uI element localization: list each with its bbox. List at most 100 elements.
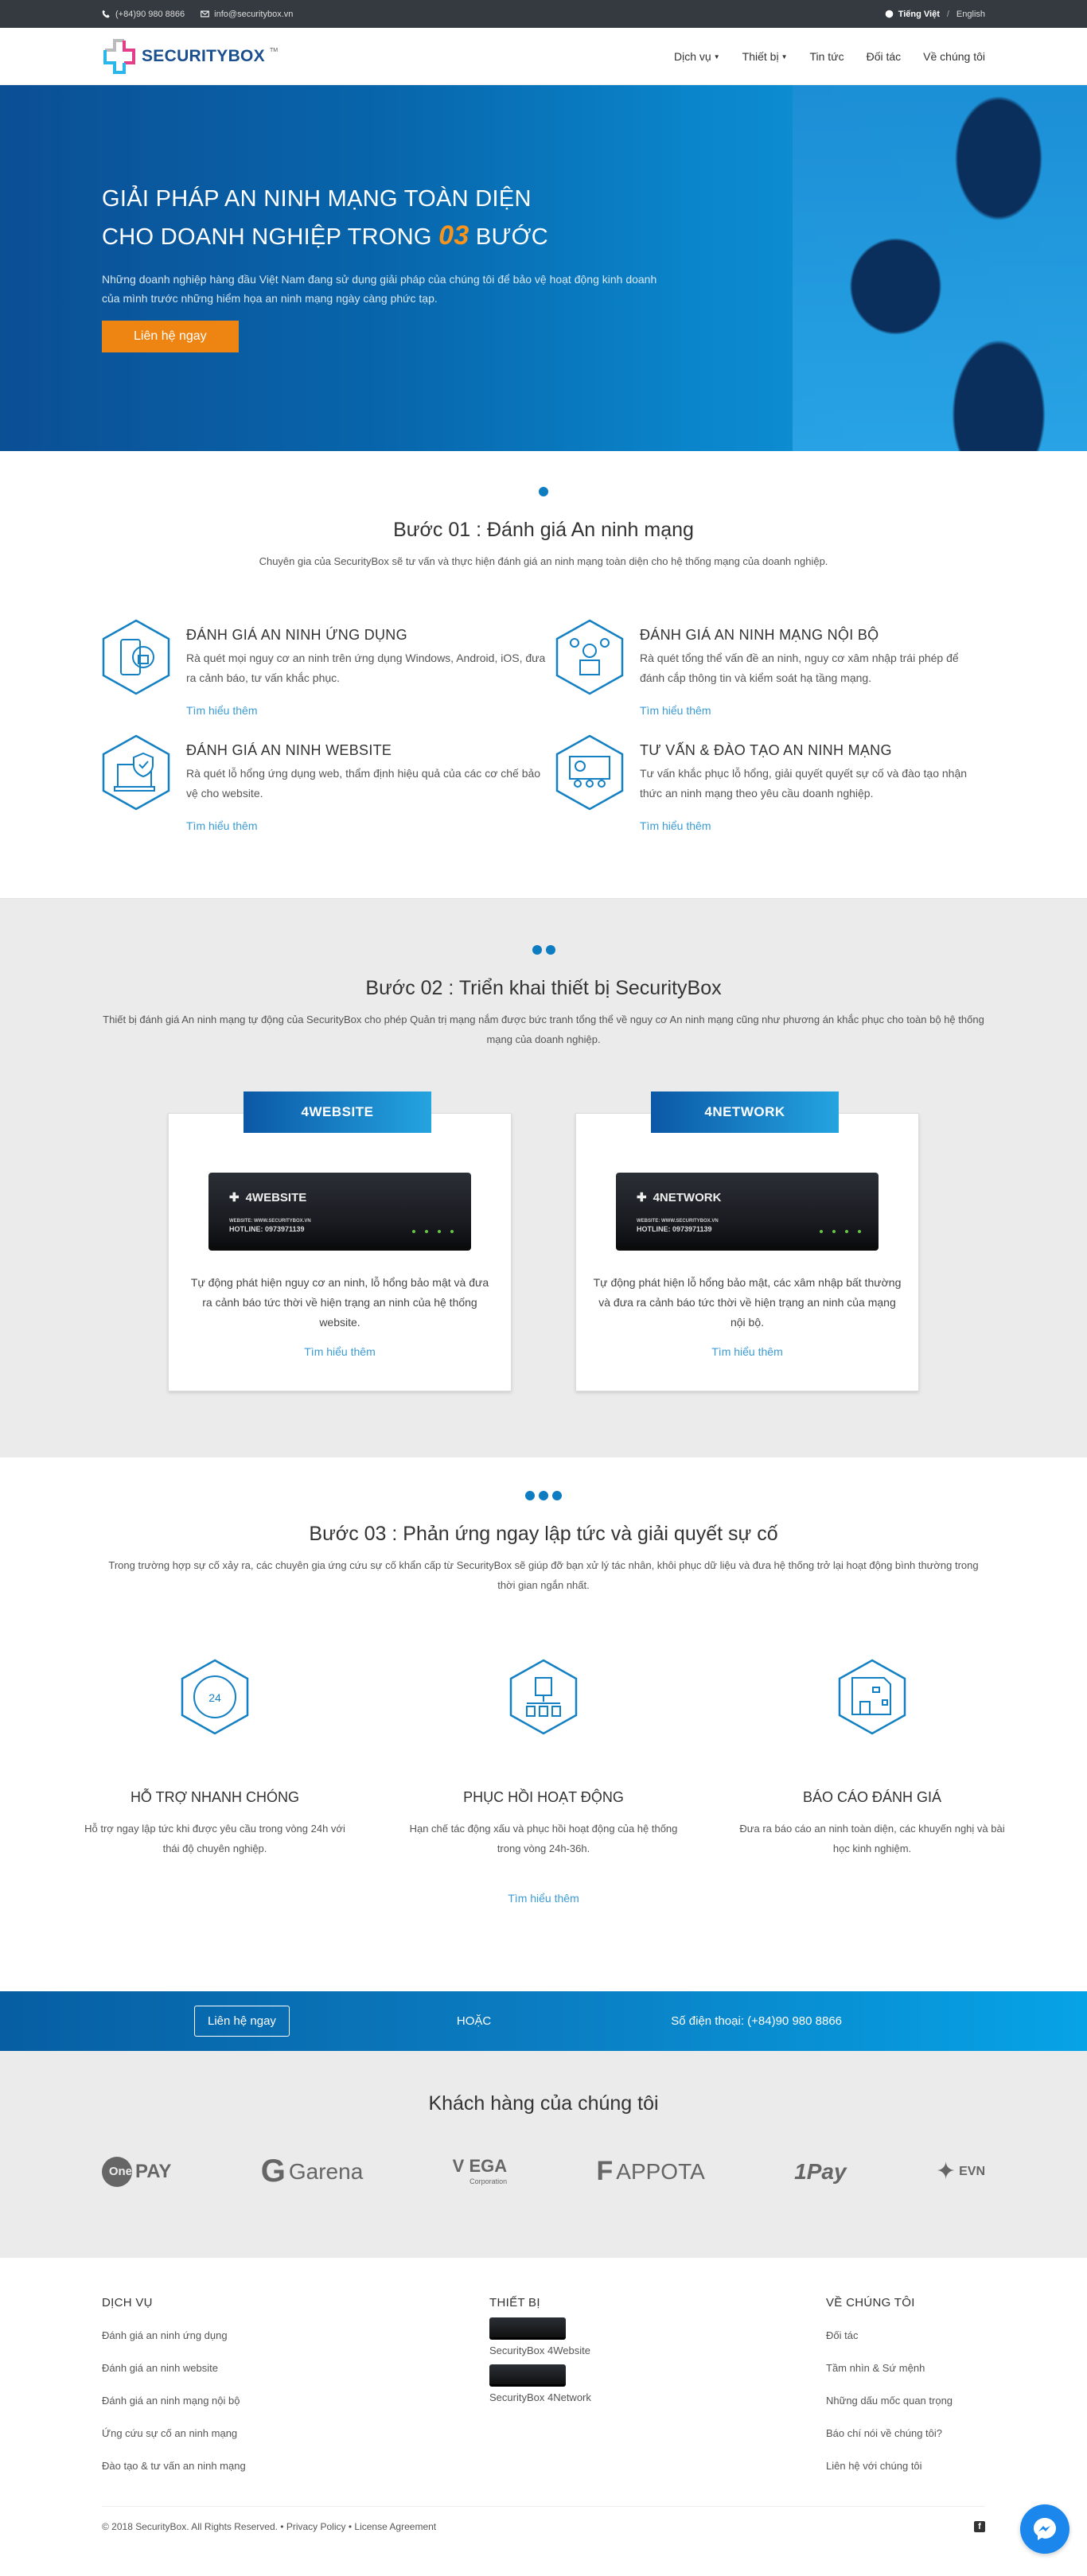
securitybox-cross-icon <box>103 39 135 74</box>
contact-now-button[interactable]: Liên hệ ngay <box>102 321 239 352</box>
services-grid: ĐÁNH GIÁ AN NINH ỨNG DỤNG Rà quét mọi ng… <box>102 619 985 834</box>
footer-col-devices: THIẾT BỊ SecurityBox 4Website SecurityBo… <box>489 2296 826 2482</box>
service-title: TƯ VẤN & ĐÀO TẠO AN NINH MẠNG <box>640 742 892 758</box>
cta-contact-button[interactable]: Liên hệ ngay <box>194 2006 290 2037</box>
messenger-icon <box>1034 2518 1056 2540</box>
footer-link[interactable]: Đánh giá an ninh mạng nội bộ <box>102 2395 240 2407</box>
nav-ve-chung-toi[interactable]: Về chúng tôi <box>923 50 985 63</box>
feature-description: Đưa ra báo cáo an ninh toàn diện, các kh… <box>739 1823 1005 1854</box>
status-leds <box>820 1216 861 1233</box>
service-title: ĐÁNH GIÁ AN NINH MẠNG NỘI BỘ <box>640 627 879 643</box>
nav-thiet-bi[interactable]: Thiết bị▼ <box>742 50 788 63</box>
envelope-icon <box>201 10 209 18</box>
cta-or-label: HOẶC <box>456 2014 492 2028</box>
step-dot <box>539 487 548 496</box>
feature-title: HỖ TRỢ NHANH CHÓNG <box>130 1789 300 1805</box>
device-card-4website: 4WEBSITE ✚4WEBSITE WEBSITE: WWW.SECURITY… <box>168 1091 512 1391</box>
report-diagram-icon <box>838 1659 906 1735</box>
phone-icon <box>102 10 110 18</box>
footer-link[interactable]: Đào tạo & tư vấn an ninh mạng <box>102 2460 246 2472</box>
footer-link[interactable]: Đánh giá an ninh ứng dụng <box>102 2329 228 2341</box>
logo[interactable]: SECURITYBOX TM <box>102 37 278 76</box>
learn-more-link[interactable]: Tìm hiểu thêm <box>711 1345 783 1358</box>
lang-english[interactable]: English <box>956 9 985 19</box>
footer-link[interactable]: Đánh giá an ninh website <box>102 2362 218 2374</box>
recovery-folders-icon <box>509 1659 578 1735</box>
footer-link[interactable]: Ứng cứu sự cố an ninh mạng <box>102 2427 238 2439</box>
step-dot <box>545 945 555 955</box>
email-contact[interactable]: info@securitybox.vn <box>201 10 293 19</box>
feature-description: Hỗ trợ ngay lập tức khi được yêu cầu tro… <box>84 1823 345 1854</box>
feature-title: PHỤC HỒI HOẠT ĐỘNG <box>463 1789 624 1805</box>
step-indicator <box>102 487 985 496</box>
device-image: ✚4NETWORK WEBSITE: WWW.SECURITYBOX.VN HO… <box>616 1173 879 1251</box>
messenger-chat-button[interactable] <box>1020 2504 1069 2554</box>
footer-heading: VỀ CHÚNG TÔI <box>826 2296 915 2309</box>
hero-title: GIẢI PHÁP AN NINH MẠNG TOÀN DIỆN CHO DOA… <box>102 186 549 251</box>
feature-item: 24 HỖ TRỢ NHANH CHÓNG Hỗ trợ ngay lập tứ… <box>80 1659 350 1858</box>
hero-banner: GIẢI PHÁP AN NINH MẠNG TOÀN DIỆN CHO DOA… <box>0 85 1087 451</box>
service-description: Rà quét lỗ hổng ứng dụng web, thẩm định … <box>186 767 541 800</box>
learn-more-link[interactable]: Tìm hiểu thêm <box>186 819 258 832</box>
learn-more-link[interactable]: Tìm hiểu thêm <box>186 704 258 717</box>
nav-doi-tac[interactable]: Đối tác <box>866 50 902 63</box>
step2-section: Bước 02 : Triển khai thiết bị SecurityBo… <box>0 898 1087 1457</box>
footer-link[interactable]: Những dấu mốc quan trọng <box>826 2395 953 2407</box>
feature-title: BÁO CÁO ĐÁNH GIÁ <box>802 1789 942 1805</box>
facebook-icon[interactable]: f <box>974 2521 985 2532</box>
learn-more-link[interactable]: Tìm hiểu thêm <box>640 819 711 832</box>
copyright: © 2018 SecurityBox. All Rights Reserved. <box>102 2521 278 2532</box>
logo-text: SECURITYBOX <box>142 47 265 65</box>
footer-link[interactable]: Báo chí nói về chúng tôi? <box>826 2427 942 2439</box>
devices-row: 4WEBSITE ✚4WEBSITE WEBSITE: WWW.SECURITY… <box>102 1091 985 1391</box>
main-nav: Dịch vụ▼ Thiết bị▼ Tin tức Đối tác Về ch… <box>674 50 985 63</box>
step1-title: Bước 01 : Đánh giá An ninh mạng <box>393 519 694 541</box>
laptop-shield-icon <box>102 734 170 811</box>
service-title: ĐÁNH GIÁ AN NINH WEBSITE <box>186 742 392 758</box>
feature-item: BÁO CÁO ĐÁNH GIÁ Đưa ra báo cáo an ninh … <box>737 1659 1007 1858</box>
features-row: 24 HỖ TRỢ NHANH CHÓNG Hỗ trợ ngay lập tứ… <box>80 1659 1007 1858</box>
step3-section: Bước 03 : Phản ứng ngay lập tức và giải … <box>0 1457 1087 1991</box>
step-dot <box>532 945 542 955</box>
device-label: 4NETWORK <box>651 1091 839 1133</box>
step3-description: Trong trường hợp sự cố xảy ra, các chuyê… <box>108 1559 979 1591</box>
svg-text:24: 24 <box>208 1691 221 1704</box>
top-bar: (+84)90 980 8866 info@securitybox.vn Tiế… <box>0 0 1087 28</box>
nav-tin-tuc[interactable]: Tin tức <box>809 50 844 63</box>
step-indicator <box>102 1491 985 1500</box>
nav-dich-vu[interactable]: Dịch vụ▼ <box>674 50 720 63</box>
lang-vietnamese[interactable]: Tiếng Việt <box>898 9 940 19</box>
headset-24h-icon: 24 <box>181 1659 249 1735</box>
footer-heading: DỊCH VỤ <box>102 2296 153 2309</box>
footer-link[interactable]: Liên hệ với chúng tôi <box>826 2460 922 2472</box>
learn-more-link[interactable]: Tìm hiểu thêm <box>304 1345 376 1358</box>
device-label: 4WEBSITE <box>244 1091 431 1133</box>
step1-section: Bước 01 : Đánh giá An ninh mạng Chuyên g… <box>0 451 1087 898</box>
step2-description: Thiết bị đánh giá An ninh mạng tự động c… <box>103 1014 984 1045</box>
footer-col-about: VỀ CHÚNG TÔI Đối tác Tầm nhìn & Sứ mệnh … <box>826 2296 953 2482</box>
chevron-down-icon: ▼ <box>781 53 788 60</box>
privacy-policy-link[interactable]: Privacy Policy <box>286 2521 346 2532</box>
learn-more-link[interactable]: Tìm hiểu thêm <box>640 704 711 717</box>
customer-logo-1pay: 1Pay <box>794 2158 847 2184</box>
footer-link[interactable]: Đối tác <box>826 2329 859 2341</box>
service-item: TƯ VẤN & ĐÀO TẠO AN NINH MẠNG Tư vấn khắ… <box>555 734 985 834</box>
footer-product[interactable]: SecurityBox 4Website <box>489 2317 826 2356</box>
network-user-icon <box>555 619 624 695</box>
footer-link[interactable]: Tầm nhìn & Sứ mệnh <box>826 2362 925 2374</box>
mobile-lock-icon <box>102 619 170 695</box>
footer-col-services: DỊCH VỤ Đánh giá an ninh ứng dụng Đánh g… <box>102 2296 489 2482</box>
service-description: Tư vấn khắc phục lỗ hổng, giải quyết quy… <box>640 767 968 800</box>
device-logo-icon: ✚ <box>229 1191 240 1204</box>
footer-product[interactable]: SecurityBox 4Network <box>489 2364 826 2403</box>
learn-more-link[interactable]: Tìm hiểu thêm <box>508 1892 579 1905</box>
feature-item: PHỤC HỒI HOẠT ĐỘNG Hạn chế tác động xấu … <box>408 1659 679 1858</box>
phone-contact[interactable]: (+84)90 980 8866 <box>102 10 185 19</box>
license-agreement-link[interactable]: License Agreement <box>354 2521 437 2532</box>
cta-phone[interactable]: Số điện thoại: (+84)90 980 8866 <box>671 2014 843 2028</box>
